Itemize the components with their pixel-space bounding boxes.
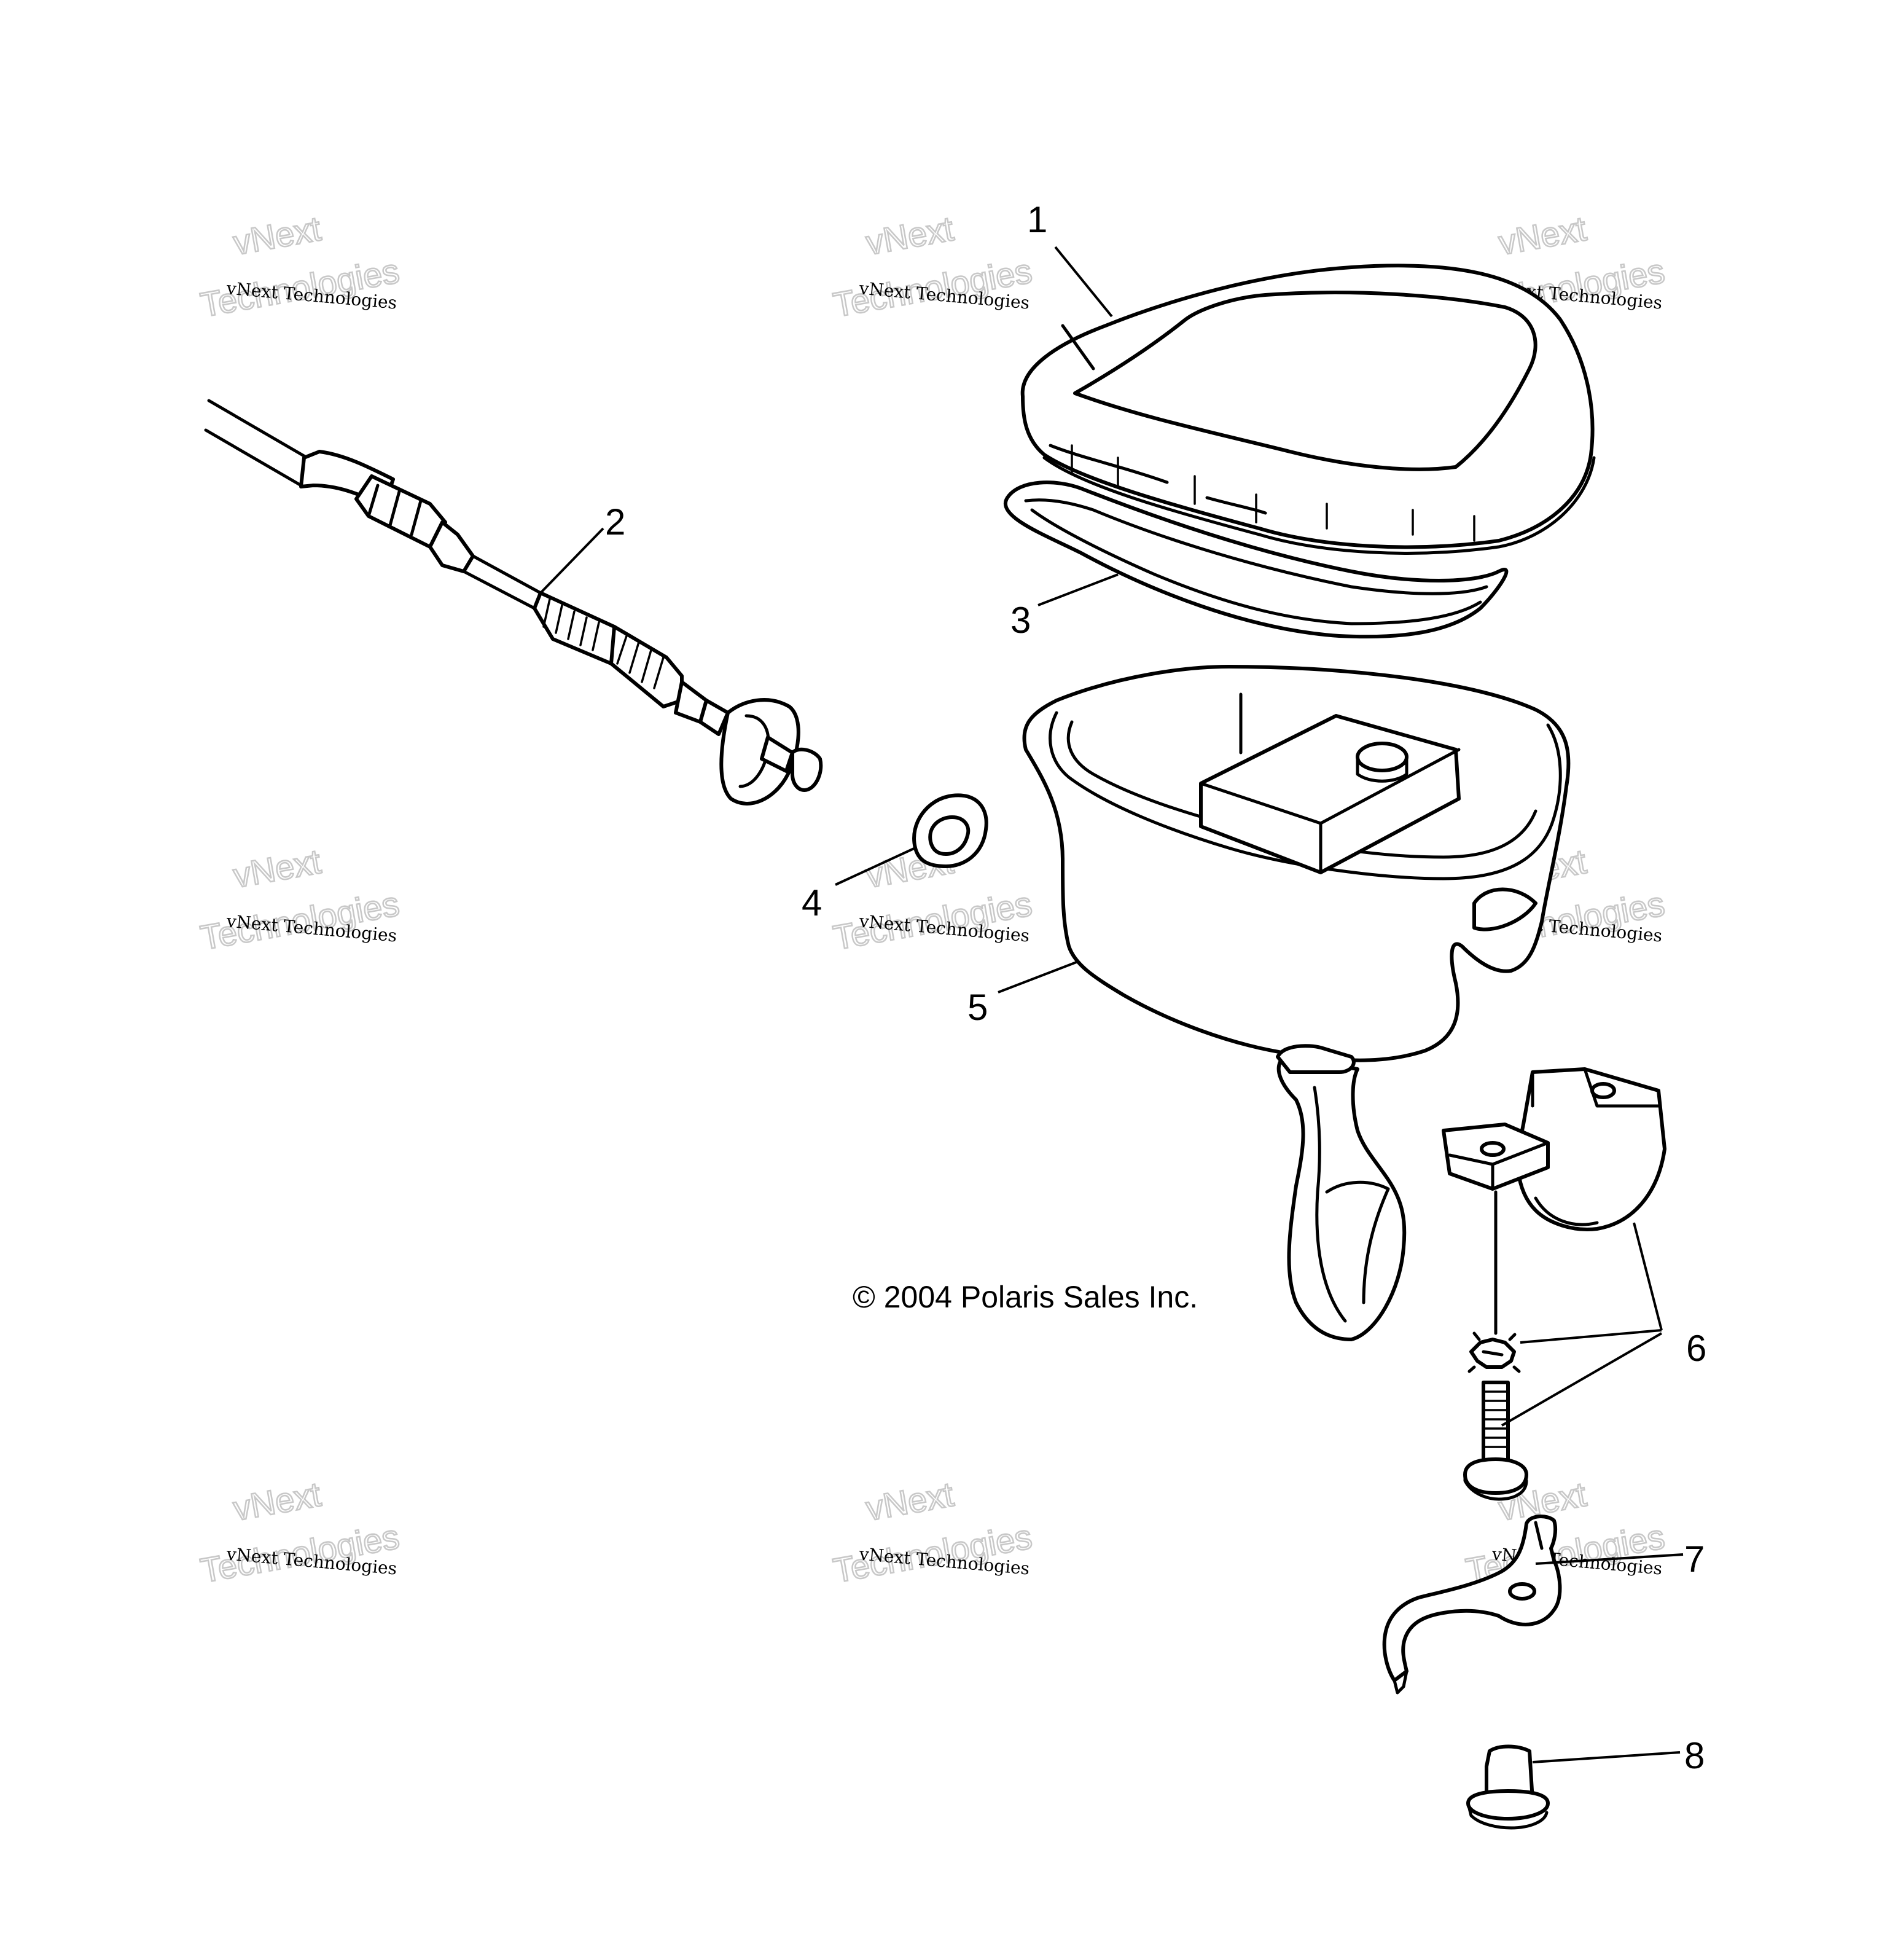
- copyright-notice: © 2004 Polaris Sales Inc.: [853, 1280, 1198, 1314]
- part-6-clamp-assembly: [1442, 1067, 1666, 1501]
- callout-8: 8: [1684, 1735, 1705, 1776]
- part-1-housing-cover: [1020, 264, 1596, 555]
- part-2-cable: [204, 399, 823, 806]
- callout-2: 2: [605, 501, 625, 543]
- callout-5: 5: [967, 987, 988, 1028]
- watermark-top-text: vNext: [230, 842, 324, 895]
- part-4-washer: [912, 793, 988, 868]
- watermark: vNext Technologies vNext Technologies: [197, 1474, 402, 1591]
- watermark: vNext Technologies vNext Technologies: [197, 208, 402, 325]
- callout-1: 1: [1027, 199, 1047, 240]
- callout-7: 7: [1684, 1539, 1705, 1580]
- watermark: vNext Technologies vNext Technologies: [829, 1474, 1035, 1591]
- leader-line-7: [1535, 1553, 1684, 1565]
- watermark: vNext Technologies vNext Technologies: [829, 208, 1035, 325]
- callout-numbers: 1 2 3 4 5 6 7 8: [605, 199, 1706, 1776]
- part-7-lever: [1382, 1515, 1562, 1695]
- leader-line-4: [835, 847, 916, 886]
- leader-line-6a: [1520, 1329, 1662, 1344]
- callout-3: 3: [1010, 600, 1031, 641]
- watermark-top-text: vNext: [230, 1475, 324, 1528]
- part-8-screw: [1466, 1744, 1550, 1830]
- watermark: vNext Technologies vNext Technologies: [197, 841, 402, 958]
- watermark-top-text: vNext: [1496, 209, 1589, 262]
- leader-line-6c: [1633, 1222, 1663, 1331]
- leader-line-6b: [1501, 1332, 1662, 1427]
- leader-line-8: [1532, 1751, 1681, 1763]
- leader-line-3: [1037, 573, 1119, 606]
- watermark-top-text: vNext: [863, 209, 956, 262]
- watermark-top-text: vNext: [230, 209, 324, 262]
- part-5-thumb-lever: [1276, 1044, 1407, 1341]
- leader-line-1: [1054, 246, 1113, 318]
- leader-line-5: [998, 960, 1079, 994]
- callout-6: 6: [1686, 1328, 1706, 1369]
- part-5-lower-housing: [1022, 665, 1571, 1062]
- part-3-gasket: [1004, 480, 1509, 639]
- leader-lines: [539, 246, 1684, 1763]
- watermark-top-text: vNext: [863, 1475, 956, 1528]
- leader-line-2: [539, 527, 604, 594]
- callout-4: 4: [802, 882, 822, 923]
